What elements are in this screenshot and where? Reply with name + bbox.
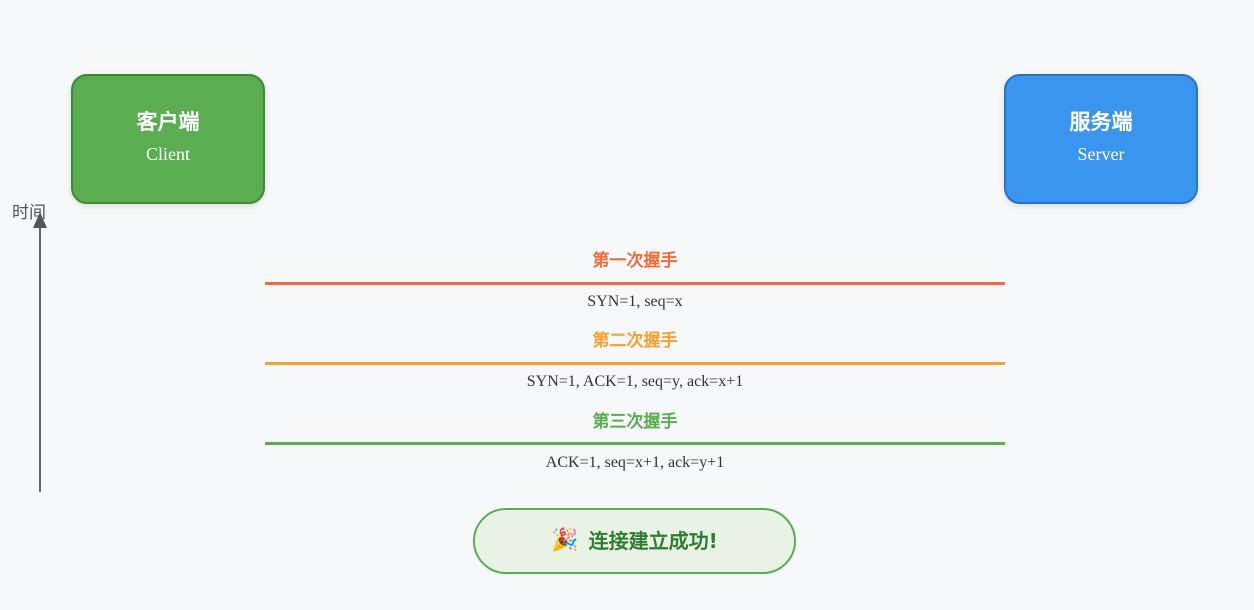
server-subtitle: Server (1077, 144, 1125, 164)
time-axis-arrow-icon (33, 212, 47, 228)
time-axis-label: 时间 (12, 203, 46, 223)
connection-success-text: 连接建立成功! (588, 529, 718, 553)
step-1-title: 第一次握手 (592, 251, 678, 271)
step-2-title: 第二次握手 (592, 331, 678, 351)
step-3-message: ACK=1, seq=x+1, ack=y+1 (545, 454, 725, 471)
step-2-line (265, 362, 1005, 365)
time-axis (33, 212, 47, 492)
client-node: 客户端 Client (71, 74, 265, 204)
party-popper-icon: 🎉 (551, 528, 579, 553)
step-1-message: SYN=1, seq=x (587, 293, 683, 310)
step-1-line (265, 282, 1005, 285)
step-3-title: 第三次握手 (592, 412, 678, 432)
client-subtitle: Client (146, 144, 190, 164)
client-title: 客户端 (136, 110, 200, 134)
step-3-line (265, 442, 1005, 445)
server-node: 服务端 Server (1004, 74, 1198, 204)
server-title: 服务端 (1069, 110, 1133, 134)
connection-success-badge: 🎉 连接建立成功! (473, 508, 796, 574)
step-2-message: SYN=1, ACK=1, seq=y, ack=x+1 (526, 373, 744, 390)
